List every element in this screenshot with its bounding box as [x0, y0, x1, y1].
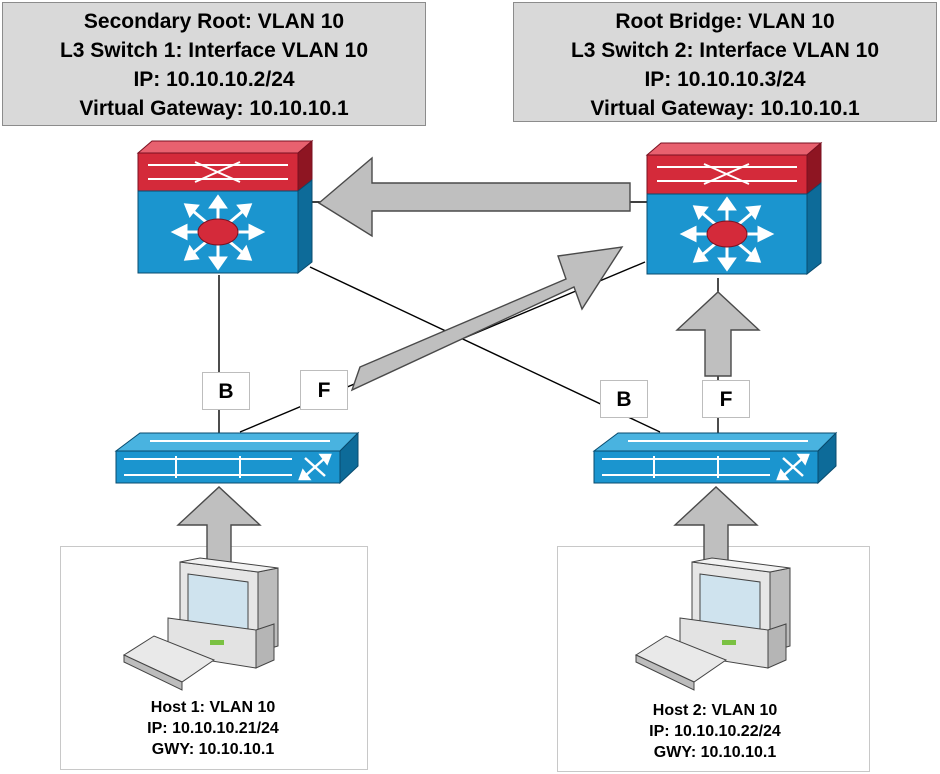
l3-switch-2-icon [645, 141, 823, 276]
l3-switch-1-ip-label: IP: 10.10.10.2/24 [133, 68, 295, 91]
l3-switch-1-icon [136, 139, 314, 275]
host-1-gateway-label: GWY: 10.10.10.1 [151, 741, 275, 758]
l3-switch-2-ip-label: IP: 10.10.10.3/24 [644, 68, 806, 91]
l3-switch-1-interface-label: L3 Switch 1: Interface VLAN 10 [59, 39, 369, 62]
host-2-gateway-label: GWY: 10.10.10.1 [653, 744, 777, 761]
secondary-root-label: Secondary Root: VLAN 10 [83, 10, 345, 33]
arrow-sw2-to-sw1 [317, 156, 631, 238]
secondary-root-info-box: Secondary Root: VLAN 10 L3 Switch 1: Int… [2, 2, 426, 126]
root-bridge-info-box: Root Bridge: VLAN 10 L3 Switch 2: Interf… [513, 2, 937, 122]
arrow-access2-up-sw2 [675, 291, 761, 377]
access-switch-2-icon [592, 431, 838, 485]
port-tag-left-blocking: B [202, 372, 250, 410]
host-2-vlan-label: Host 2: VLAN 10 [652, 702, 778, 719]
l3-switch-2-gateway-label: Virtual Gateway: 10.10.10.1 [590, 97, 860, 120]
port-tag-right-blocking: B [600, 380, 648, 418]
host-2-ip-label: IP: 10.10.10.22/24 [649, 723, 781, 740]
host-1-ip-label: IP: 10.10.10.21/24 [147, 720, 279, 737]
traffic-arrows [176, 156, 761, 574]
arrow-access1-to-sw2 [350, 246, 624, 392]
l3-switch-2-interface-label: L3 Switch 2: Interface VLAN 10 [570, 39, 880, 62]
access-switch-1-icon [114, 431, 360, 485]
host-1-computer-icon [122, 557, 279, 691]
host-2-label: Host 2: VLAN 10 IP: 10.10.10.22/24 GWY: … [612, 700, 818, 763]
host-1-vlan-label: Host 1: VLAN 10 [150, 699, 276, 716]
host-1-label: Host 1: VLAN 10 IP: 10.10.10.21/24 GWY: … [110, 697, 316, 760]
host-2-computer-icon [634, 557, 791, 691]
l3-switch-1-gateway-label: Virtual Gateway: 10.10.10.1 [79, 97, 349, 120]
port-tag-right-forwarding: F [702, 380, 750, 418]
port-tag-left-forwarding: F [300, 370, 348, 410]
root-bridge-label: Root Bridge: VLAN 10 [615, 10, 835, 33]
